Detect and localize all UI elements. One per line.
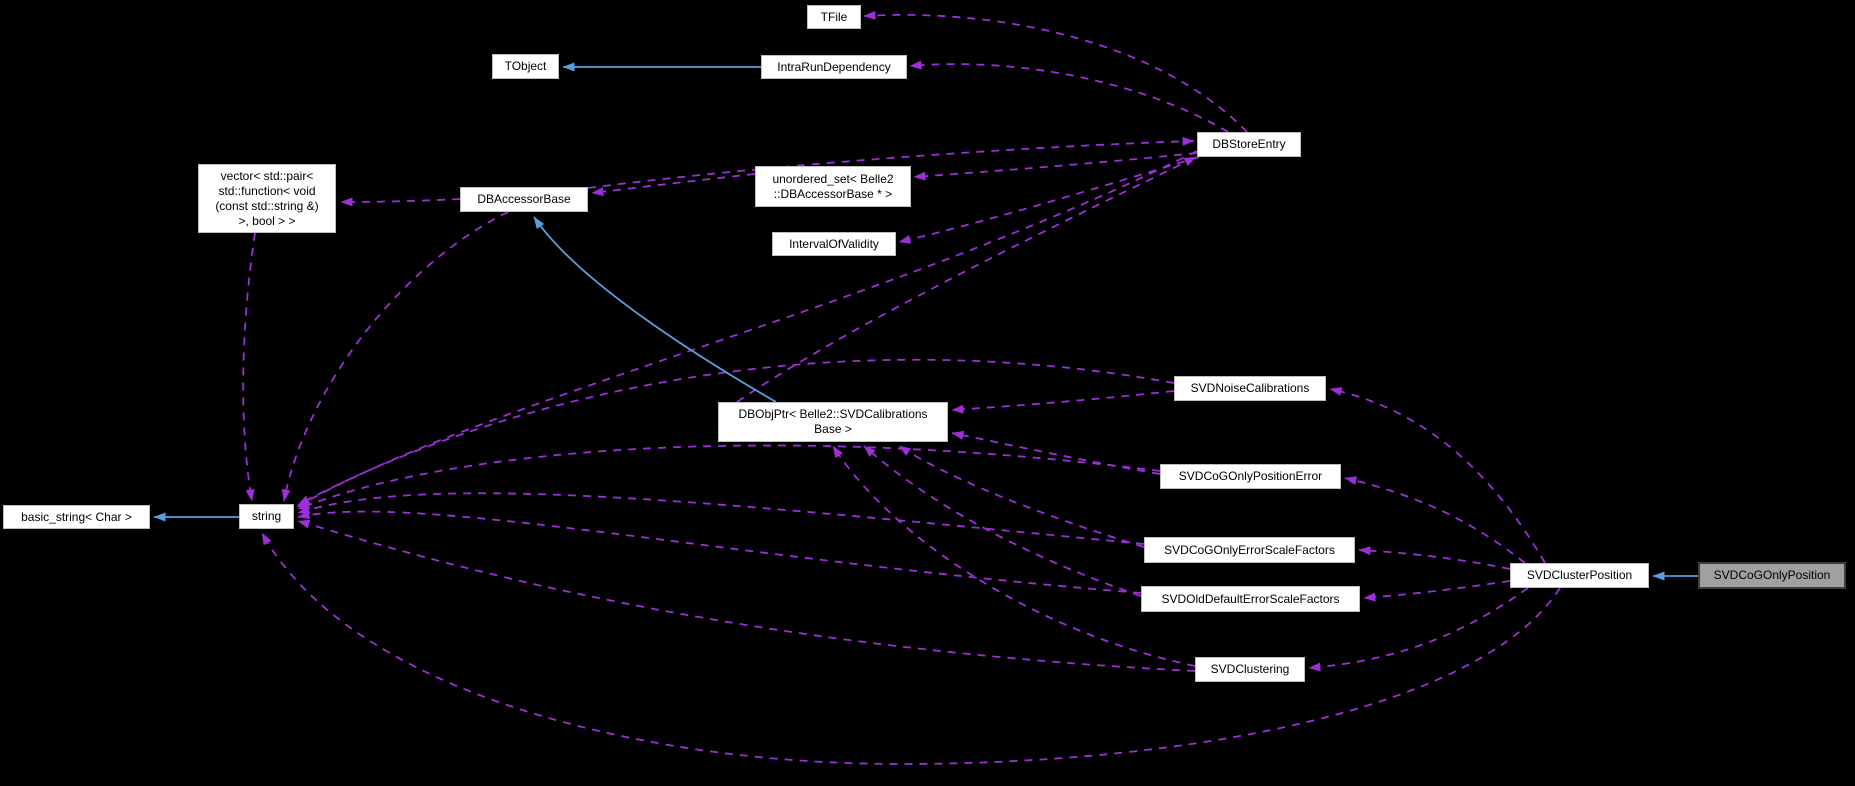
node-label: ::DBAccessorBase * > (773, 186, 893, 201)
node-label: vector< std::pair< (220, 168, 314, 183)
edge-svdolddefaulterrorscalefactors-to-string (297, 510, 1142, 594)
edge-svdclustering-to-dbobjptr (832, 445, 1196, 667)
edge-dbstoreentry-to-tfile (863, 10, 1248, 133)
edge-svdcogonlypositionerror-to-dbobjptr (951, 430, 1161, 475)
node-svdcogonlyposition-current: SVDCoGOnlyPosition (1698, 562, 1846, 589)
edge-dbaccessorbase-to-dbstoreentry (587, 136, 1195, 189)
node-intrarundependency[interactable]: IntraRunDependency (761, 55, 907, 79)
node-label: SVDNoiseCalibrations (1190, 381, 1310, 395)
node-basic-string[interactable]: basic_string< Char > (3, 505, 150, 529)
node-label: SVDClusterPosition (1526, 568, 1633, 582)
node-intervalofvalidity[interactable]: IntervalOfValidity (772, 232, 896, 256)
node-label: basic_string< Char > (21, 509, 132, 524)
node-label: SVDCoGOnlyErrorScaleFactors (1164, 542, 1335, 557)
node-label: DBAccessorBase (477, 192, 571, 206)
edge-dbstoreentry-to-string (296, 150, 1198, 508)
node-string[interactable]: string (239, 504, 294, 529)
node-label: TObject (504, 59, 547, 73)
node-svdnoisecalibrations[interactable]: SVDNoiseCalibrations (1174, 376, 1326, 401)
edge-svdnoisecalibrations-to-string (297, 358, 1175, 506)
node-dbaccessorbase[interactable]: DBAccessorBase (460, 187, 588, 212)
edge-dbobjptr-to-dbstoreentry (736, 156, 1197, 403)
node-label: SVDClustering (1210, 662, 1290, 676)
node-label: DBStoreEntry (1212, 137, 1286, 151)
edge-vector-pair-to-string (242, 232, 256, 502)
edge-svdclustering-to-string (297, 519, 1196, 672)
node-dbobjptr[interactable]: DBObjPtr< Belle2::SVDCalibrations Base > (718, 402, 948, 442)
edge-svdolddefaulterrorscalefactors-to-dbobjptr (863, 445, 1142, 597)
edge-svdclusterposition-to-svdolddefaulterrorscalefactors (1363, 580, 1511, 602)
edge-svdclusterposition-to-svdclustering (1308, 587, 1529, 672)
node-label: IntervalOfValidity (789, 236, 879, 251)
edge-dbstoreentry-to-unordered-set (913, 152, 1198, 181)
node-svdclusterposition[interactable]: SVDClusterPosition (1510, 563, 1649, 588)
node-label: >, bool > > (238, 213, 296, 228)
node-label: unordered_set< Belle2 (772, 171, 894, 186)
edge-svdcogonlyerrorscalefactors-to-string (297, 492, 1145, 545)
node-label: SVDOldDefaultErrorScaleFactors (1161, 591, 1340, 606)
node-svdcogonlyerrorscalefactors[interactable]: SVDCoGOnlyErrorScaleFactors (1144, 537, 1355, 563)
node-tfile[interactable]: TFile (807, 5, 861, 29)
node-label: (const std::string &) (215, 198, 319, 213)
node-label: DBObjPtr< Belle2::SVDCalibrations (738, 407, 928, 421)
edge-dbstoreentry-to-intrarundependency (909, 60, 1229, 133)
edge-svdclusterposition-to-string (261, 532, 1561, 765)
edge-svdclusterposition-to-svdnoisecalibrations (1329, 386, 1546, 564)
edge-svdclusterposition-to-svdcogonlypositionerror (1344, 476, 1526, 564)
edge-svdclusterposition-to-svdcogonlyerrorscalefactors (1358, 546, 1511, 570)
node-unordered-set[interactable]: unordered_set< Belle2 ::DBAccessorBase *… (755, 166, 911, 207)
node-svdolddefaulterrorscalefactors[interactable]: SVDOldDefaultErrorScaleFactors (1141, 586, 1360, 612)
edge-dbaccessorbase-to-vector-pair (340, 197, 461, 207)
node-svdclustering[interactable]: SVDClustering (1195, 657, 1305, 682)
edge-svdcogonlyerrorscalefactors-to-dbobjptr (898, 445, 1145, 548)
node-label: Base > (814, 422, 852, 436)
node-svdcogonlypositionerror[interactable]: SVDCoGOnlyPositionError (1160, 464, 1341, 489)
edge-dbobjptr-to-dbaccessorbase (533, 216, 777, 403)
node-label: IntraRunDependency (777, 59, 891, 74)
edge-dbaccessorbase-to-string (281, 211, 509, 502)
node-label: SVDCoGOnlyPosition (1713, 568, 1831, 582)
node-tobject[interactable]: TObject (492, 54, 559, 79)
node-dbstoreentry[interactable]: DBStoreEntry (1197, 132, 1301, 157)
node-label: TFile (820, 9, 848, 24)
node-label: SVDCoGOnlyPositionError (1178, 469, 1323, 483)
edge-svdnoisecalibrations-to-dbobjptr (951, 390, 1175, 414)
node-label: string (251, 509, 282, 523)
edge-svdcogonlypositionerror-to-string (297, 444, 1161, 510)
edge-dbstoreentry-to-intervalofvalidity (898, 156, 1200, 244)
node-vector-pair[interactable]: vector< std::pair< std::function< void (… (198, 164, 336, 233)
edge-unordered-set-to-dbaccessorbase (591, 173, 756, 197)
node-label: std::function< void (218, 183, 316, 198)
